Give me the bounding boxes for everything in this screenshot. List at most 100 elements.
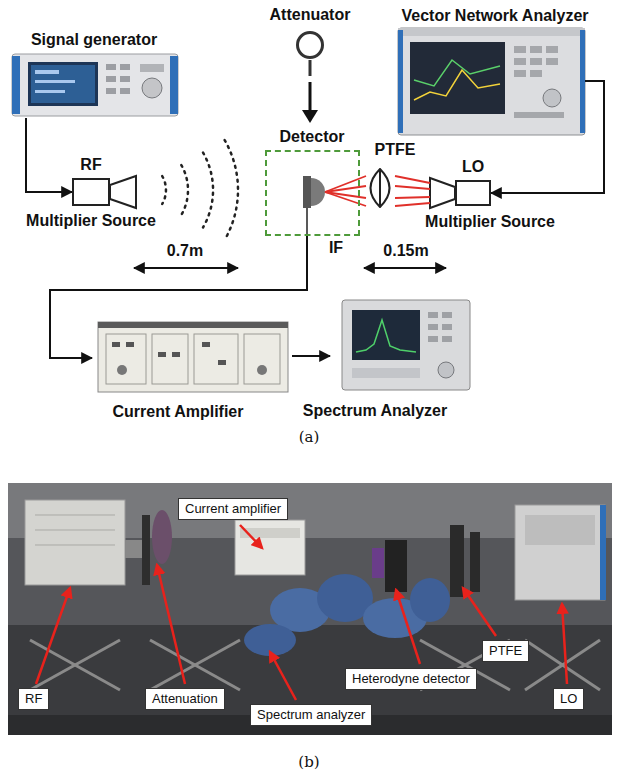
- instrument-node: Signal generator: [8, 30, 180, 118]
- network-analyzer-icon: [530, 46, 542, 53]
- signal-wire: [26, 118, 72, 192]
- node-text: RF: [80, 155, 101, 175]
- node-text: Detector: [280, 127, 345, 147]
- lab-photo: [450, 525, 464, 597]
- network-analyzer-icon: [514, 112, 564, 118]
- spectrum-analyzer-icon: [342, 300, 470, 390]
- current-amplifier-icon: [98, 322, 288, 392]
- current-amplifier-icon: [244, 334, 280, 384]
- node-text: Attenuation: [152, 691, 218, 707]
- lab-photo: [35, 545, 115, 546]
- lens-outline: [371, 169, 390, 207]
- lab-photo: [35, 530, 115, 531]
- node-text: Multiplier Source: [425, 212, 555, 232]
- lab-photo: [515, 505, 605, 600]
- photo-callout: Heterodyne detector: [345, 668, 477, 690]
- node-text: PTFE: [375, 140, 416, 160]
- signal-generator-icon: [142, 78, 162, 98]
- current-amplifier-icon: [152, 334, 188, 384]
- radiation-waves: [203, 153, 213, 228]
- current-amplifier-icon: [158, 352, 166, 357]
- attenuator-arrow: [302, 60, 318, 123]
- panel-caption: (a): [299, 427, 320, 447]
- spectrum-analyzer-icon: [352, 368, 420, 378]
- node-text: Signal generator: [31, 30, 157, 50]
- signal-generator-icon: [12, 54, 178, 116]
- spectrum-analyzer-icon: [428, 336, 438, 342]
- multiplier-source: RFMultiplier Source: [72, 178, 110, 206]
- radiation-waves: [225, 140, 238, 240]
- callout-arrow: [562, 604, 567, 684]
- multiplier-source: LOMultiplier Source: [455, 180, 491, 206]
- lab-photo: [372, 548, 384, 578]
- beam-lines: [395, 203, 430, 206]
- lab-photo: [30, 640, 600, 690]
- node-text: LO: [462, 157, 484, 177]
- panel-caption: (b): [298, 752, 319, 772]
- node-text: Multiplier Source: [26, 211, 156, 231]
- spectrum-analyzer-icon: [442, 324, 452, 330]
- callout-arrow: [463, 588, 496, 636]
- lab-photo: [142, 515, 150, 585]
- signal-generator-icon: [12, 56, 20, 114]
- signal-generator-icon: [12, 54, 178, 116]
- signal-generator-icon: [28, 62, 98, 106]
- lab-photo: [470, 532, 480, 592]
- detector-element: [306, 208, 308, 234]
- signal-wire: [50, 236, 307, 358]
- node-text: PTFE: [489, 643, 522, 659]
- radiation-waves: [162, 176, 166, 204]
- callout-arrow: [36, 588, 70, 684]
- current-amplifier-icon: [172, 352, 180, 357]
- network-analyzer-icon: [580, 30, 585, 133]
- detector-element: [303, 176, 311, 208]
- lab-photo: [8, 483, 612, 735]
- current-amplifier-icon: [98, 322, 288, 328]
- attenuator-arrow: [309, 82, 312, 112]
- photo-callout: Spectrum analyzer: [250, 704, 372, 726]
- horn-antenna: [430, 178, 455, 208]
- signal-generator-icon: [31, 65, 95, 103]
- signal-wire: [491, 81, 604, 193]
- radiation-waves: [181, 165, 188, 215]
- network-analyzer-icon: [398, 28, 585, 135]
- detector-element: [303, 176, 325, 234]
- spectrum-analyzer-icon: [442, 336, 452, 342]
- network-analyzer-icon: [514, 46, 526, 53]
- network-analyzer-icon: [414, 60, 500, 86]
- node-text: RF: [25, 691, 42, 707]
- beam-lines: [395, 186, 430, 189]
- signal-generator-icon: [35, 80, 75, 83]
- lab-photo: [152, 510, 172, 564]
- signal-generator-icon: [106, 64, 116, 70]
- lab-photo: [8, 483, 612, 735]
- lab-photo: [150, 640, 240, 690]
- node-text: Spectrum analyzer: [257, 707, 365, 723]
- signal-generator-icon: [140, 64, 164, 72]
- signal-wire: [292, 355, 330, 357]
- lab-photo: [244, 624, 296, 656]
- node-text: LO: [560, 691, 577, 707]
- signal-generator-icon: [106, 76, 116, 82]
- current-amplifier-icon: [112, 342, 120, 347]
- node-text: Heterodyne detector: [352, 671, 470, 687]
- signal-generator-icon: [120, 64, 130, 70]
- network-analyzer-icon: [398, 28, 585, 36]
- photo-callout: Current amplifier: [178, 498, 288, 520]
- callout-arrow: [36, 525, 567, 700]
- signal-generator-icon: [120, 76, 130, 82]
- spectrum-analyzer-icon: [352, 310, 420, 360]
- photo-callout: Attenuation: [145, 688, 225, 710]
- lab-photo: [25, 500, 125, 585]
- network-analyzer-icon: [398, 30, 403, 133]
- instrument-node: Spectrum Analyzer: [330, 298, 475, 423]
- node-text: Current Amplifier: [113, 402, 244, 422]
- signal-generator-icon: [35, 90, 65, 93]
- photo-callout: PTFE: [482, 640, 529, 662]
- node-text: Vector Network Analyzer: [401, 6, 588, 26]
- lab-photo: [150, 640, 240, 690]
- network-analyzer-icon: [398, 28, 585, 135]
- lab-photo: [8, 625, 612, 735]
- dimension-label: 0.15m: [383, 241, 428, 261]
- attenuator-arrow: [302, 110, 318, 123]
